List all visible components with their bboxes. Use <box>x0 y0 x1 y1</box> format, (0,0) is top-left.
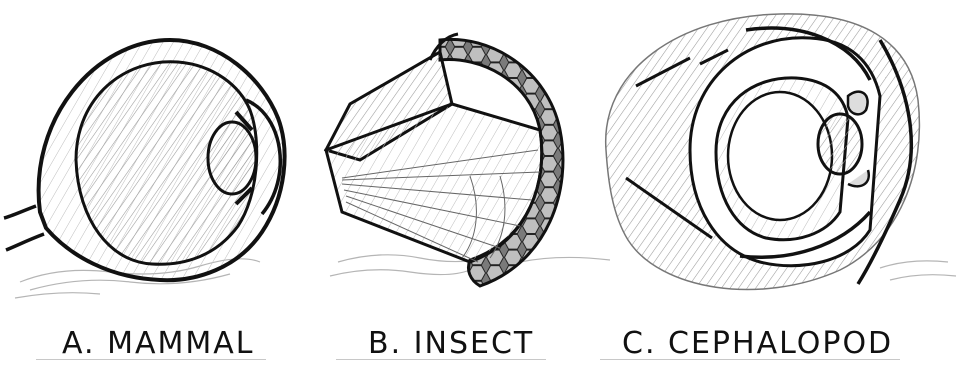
caption-insect-rule <box>336 359 546 360</box>
cephalopod-vitreous <box>728 92 832 220</box>
cephalopod-eye-drawing <box>606 14 956 290</box>
cephalopod-ground-scribble <box>880 261 956 280</box>
caption-cephalopod: C. CEPHALOPOD <box>622 326 893 361</box>
caption-mammal-rule <box>36 359 266 360</box>
mammal-eye-drawing <box>4 40 285 298</box>
mammal-optic-nerve <box>4 206 44 250</box>
caption-insect: B. INSECT <box>368 326 534 361</box>
cephalopod-lens <box>818 114 862 174</box>
insect-eye-drawing <box>326 34 610 286</box>
caption-mammal: A. MAMMAL <box>62 326 254 361</box>
caption-cephalopod-rule <box>600 359 900 360</box>
mammal-lens <box>208 122 256 194</box>
